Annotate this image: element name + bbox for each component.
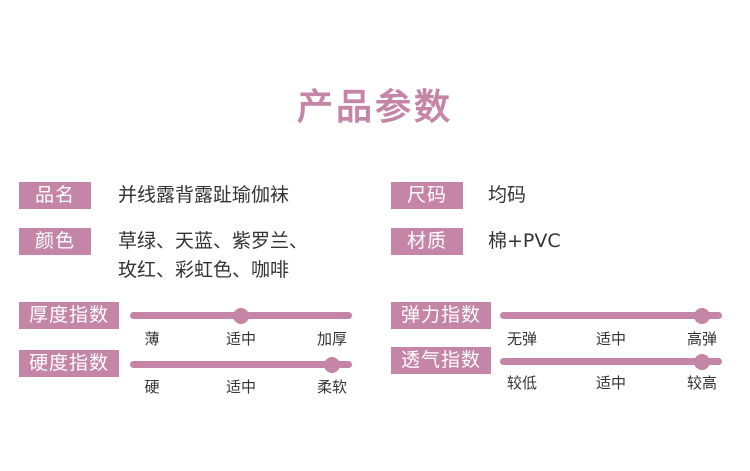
name-label: 品名 bbox=[34, 184, 75, 206]
hardness-tick-low: 硬 bbox=[144, 378, 160, 396]
hardness-tick-high: 柔软 bbox=[316, 378, 348, 396]
hardness-track bbox=[130, 356, 352, 373]
elasticity-tick-high: 高弹 bbox=[686, 330, 718, 348]
breathability-label: 透气指数 bbox=[391, 347, 491, 374]
name-value: 并线露背露趾瑜伽袜 bbox=[118, 184, 290, 206]
size-tag: 尺码 bbox=[391, 182, 463, 209]
thickness-tick-low: 薄 bbox=[144, 330, 160, 348]
material-value: 棉+PVC bbox=[488, 230, 561, 252]
color-value-line1: 草绿、天蓝、紫罗兰、 bbox=[118, 230, 309, 252]
thickness-track bbox=[130, 307, 352, 324]
elasticity-label: 弹力指数 bbox=[391, 302, 491, 329]
page-title: 产品参数 bbox=[296, 87, 453, 128]
breathability-track bbox=[500, 353, 722, 370]
elasticity-knob bbox=[694, 307, 710, 324]
color-tag: 颜色 bbox=[19, 228, 91, 255]
thickness-tick-mid: 适中 bbox=[225, 330, 257, 348]
material-tag: 材质 bbox=[391, 228, 463, 255]
material-label: 材质 bbox=[406, 230, 447, 252]
hardness-knob bbox=[324, 356, 340, 373]
color-label: 颜色 bbox=[34, 230, 75, 252]
thickness-tick-high: 加厚 bbox=[316, 330, 348, 348]
elasticity-tick-mid: 适中 bbox=[595, 330, 627, 348]
hardness-tick-mid: 适中 bbox=[225, 378, 257, 396]
size-value: 均码 bbox=[488, 184, 527, 206]
breathability-knob bbox=[694, 353, 710, 370]
name-tag: 品名 bbox=[19, 182, 91, 209]
breathability-tick-low: 较低 bbox=[506, 374, 538, 392]
thickness-knob bbox=[233, 307, 249, 324]
color-value-line2: 玫红、彩虹色、咖啡 bbox=[118, 259, 290, 281]
elasticity-track bbox=[500, 307, 722, 324]
hardness-label: 硬度指数 bbox=[19, 350, 119, 377]
elasticity-tick-low: 无弹 bbox=[506, 330, 538, 348]
thickness-label: 厚度指数 bbox=[19, 302, 119, 329]
size-label: 尺码 bbox=[406, 184, 447, 206]
breathability-tick-high: 较高 bbox=[686, 374, 718, 392]
breathability-tick-mid: 适中 bbox=[595, 374, 627, 392]
